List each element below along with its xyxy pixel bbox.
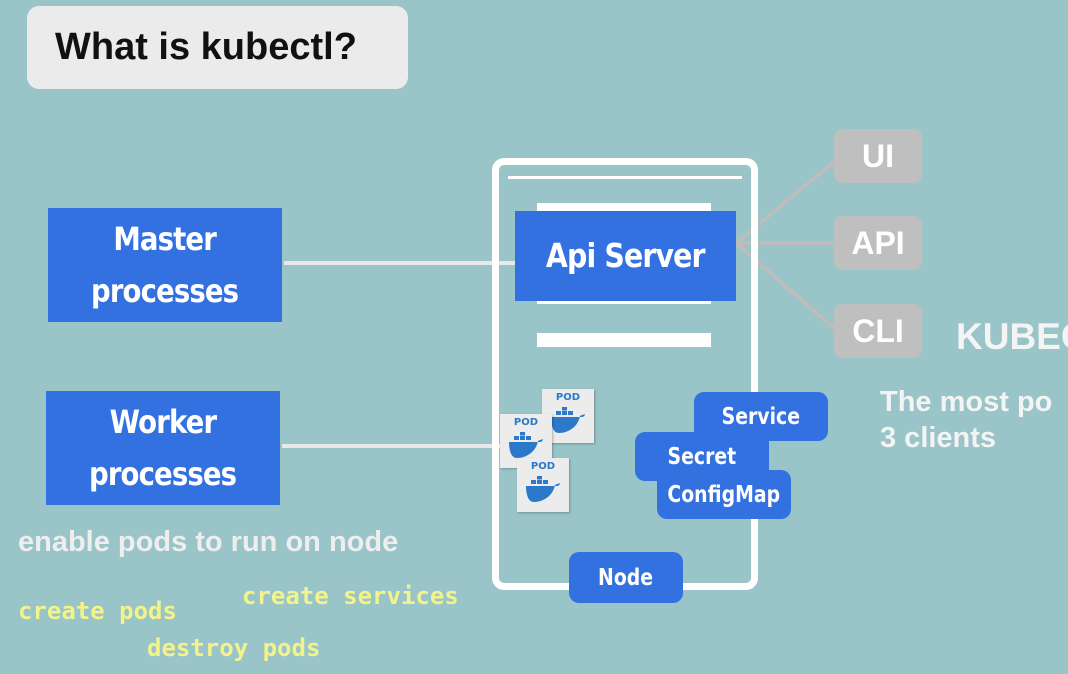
- worker-line1: Worker: [109, 403, 217, 441]
- docker-whale-icon: [526, 476, 560, 502]
- worker-line2: processes: [89, 455, 237, 493]
- client-ui: UI: [834, 129, 922, 183]
- create-pods-note: create pods: [18, 597, 177, 625]
- docker-whale-icon: [509, 432, 543, 458]
- node-label: Node: [598, 564, 654, 591]
- client-cli-label: CLI: [852, 312, 904, 349]
- client-api: API: [834, 216, 922, 270]
- description-line1: The most po: [880, 386, 1053, 418]
- api-server-box: Api Server: [515, 211, 736, 301]
- client-cli: CLI: [834, 304, 922, 358]
- server-slot-top: [537, 203, 711, 211]
- description-line2: 3 clients: [880, 422, 997, 454]
- server-inner-line: [508, 176, 742, 179]
- node-box: Node: [569, 552, 683, 603]
- worker-processes-box: Worker processes: [46, 391, 280, 505]
- enable-pods-note: enable pods to run on node: [18, 526, 399, 558]
- client-api-label: API: [851, 224, 905, 261]
- service-box: Service: [694, 392, 828, 441]
- destroy-pods-note: destroy pods: [147, 634, 321, 662]
- pod-label: POD: [555, 392, 581, 403]
- api-server-label: Api Server: [546, 236, 706, 275]
- master-processes-box: Master processes: [48, 208, 282, 322]
- docker-whale-icon: [551, 407, 585, 433]
- service-label: Service: [721, 403, 801, 430]
- pod-label: POD: [530, 461, 556, 472]
- kubectl-label: KUBEC: [956, 316, 1068, 357]
- master-line2: processes: [91, 272, 239, 310]
- title-box: What is kubectl?: [27, 6, 408, 89]
- create-services-note: create services: [242, 582, 459, 610]
- configmap-label: ConfigMap: [667, 481, 781, 508]
- client-ui-label: UI: [862, 137, 894, 174]
- page-title: What is kubectl?: [55, 26, 357, 68]
- pod-label: POD: [513, 417, 539, 428]
- secret-label: Secret: [667, 443, 737, 470]
- server-slot-bottom: [537, 333, 711, 347]
- pod-icon-3: POD: [517, 458, 569, 512]
- master-line1: Master: [113, 220, 217, 258]
